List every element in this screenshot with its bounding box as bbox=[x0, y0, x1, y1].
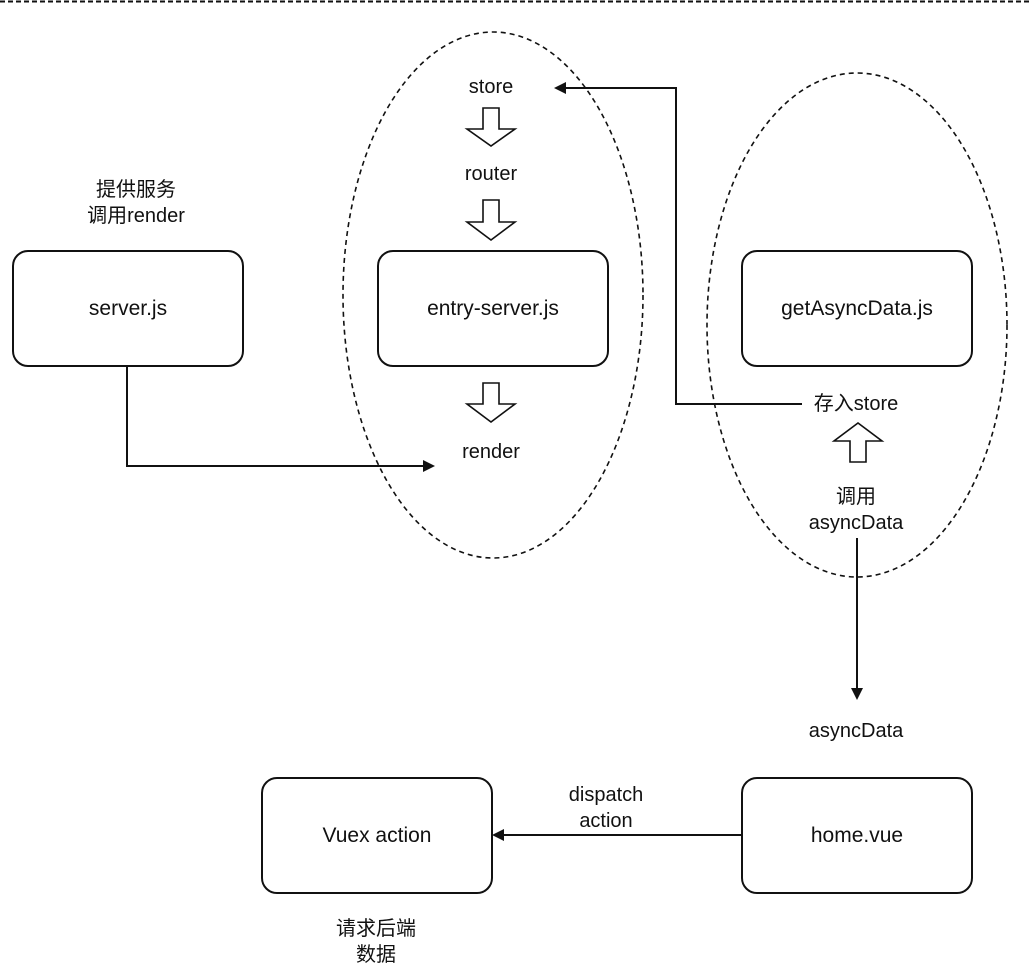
home-vue-node: home.vue bbox=[741, 777, 973, 894]
entry-server-group-ellipse bbox=[342, 31, 644, 559]
dispatch-action-line2: action bbox=[579, 810, 633, 832]
router-label: router bbox=[441, 161, 541, 187]
save-to-store-connector bbox=[554, 82, 802, 405]
get-async-data-js-label: getAsyncData.js bbox=[781, 296, 933, 320]
backend-request-label: 请求后端 数据 bbox=[316, 916, 436, 968]
vuex-action-label: Vuex action bbox=[322, 823, 432, 847]
dispatch-action-label: dispatch action bbox=[556, 782, 656, 834]
vuex-action-node: Vuex action bbox=[261, 777, 493, 894]
async-data-group-ellipse bbox=[706, 72, 1008, 578]
render-label: render bbox=[441, 439, 541, 465]
save-to-store-text: 存入store bbox=[813, 393, 899, 415]
server-js-node: server.js bbox=[12, 250, 244, 367]
call-async-data-line1: 调用 bbox=[836, 486, 876, 508]
server-caption-line1: 提供服务 bbox=[96, 179, 176, 201]
entry-server-js-node: entry-server.js bbox=[377, 250, 609, 367]
render-text: render bbox=[462, 441, 520, 463]
call-async-data-label: 调用 asyncData bbox=[796, 484, 916, 536]
call-async-data-line2: asyncData bbox=[808, 512, 904, 534]
save-to-store-label: 存入store bbox=[796, 391, 916, 417]
store-label: store bbox=[441, 74, 541, 100]
store-to-router-arrow bbox=[464, 107, 518, 147]
get-async-data-js-node: getAsyncData.js bbox=[741, 250, 973, 367]
server-caption: 提供服务 调用render bbox=[66, 177, 206, 229]
server-js-label: server.js bbox=[88, 296, 168, 320]
backend-line1: 请求后端 bbox=[336, 918, 416, 940]
async-data-label: asyncData bbox=[796, 718, 916, 744]
entry-to-render-arrow bbox=[464, 382, 518, 423]
dispatch-action-line1: dispatch bbox=[568, 784, 644, 806]
call-to-save-arrow bbox=[831, 422, 885, 463]
entry-server-js-label: entry-server.js bbox=[427, 296, 559, 320]
home-vue-label: home.vue bbox=[810, 823, 904, 847]
server-to-render-connector bbox=[126, 366, 435, 472]
async-data-text: asyncData bbox=[808, 720, 904, 742]
store-text: store bbox=[468, 76, 514, 98]
router-text: router bbox=[464, 163, 518, 185]
server-caption-line2: 调用render bbox=[87, 205, 185, 227]
router-to-entry-arrow bbox=[464, 199, 518, 241]
backend-line2: 数据 bbox=[356, 944, 396, 966]
